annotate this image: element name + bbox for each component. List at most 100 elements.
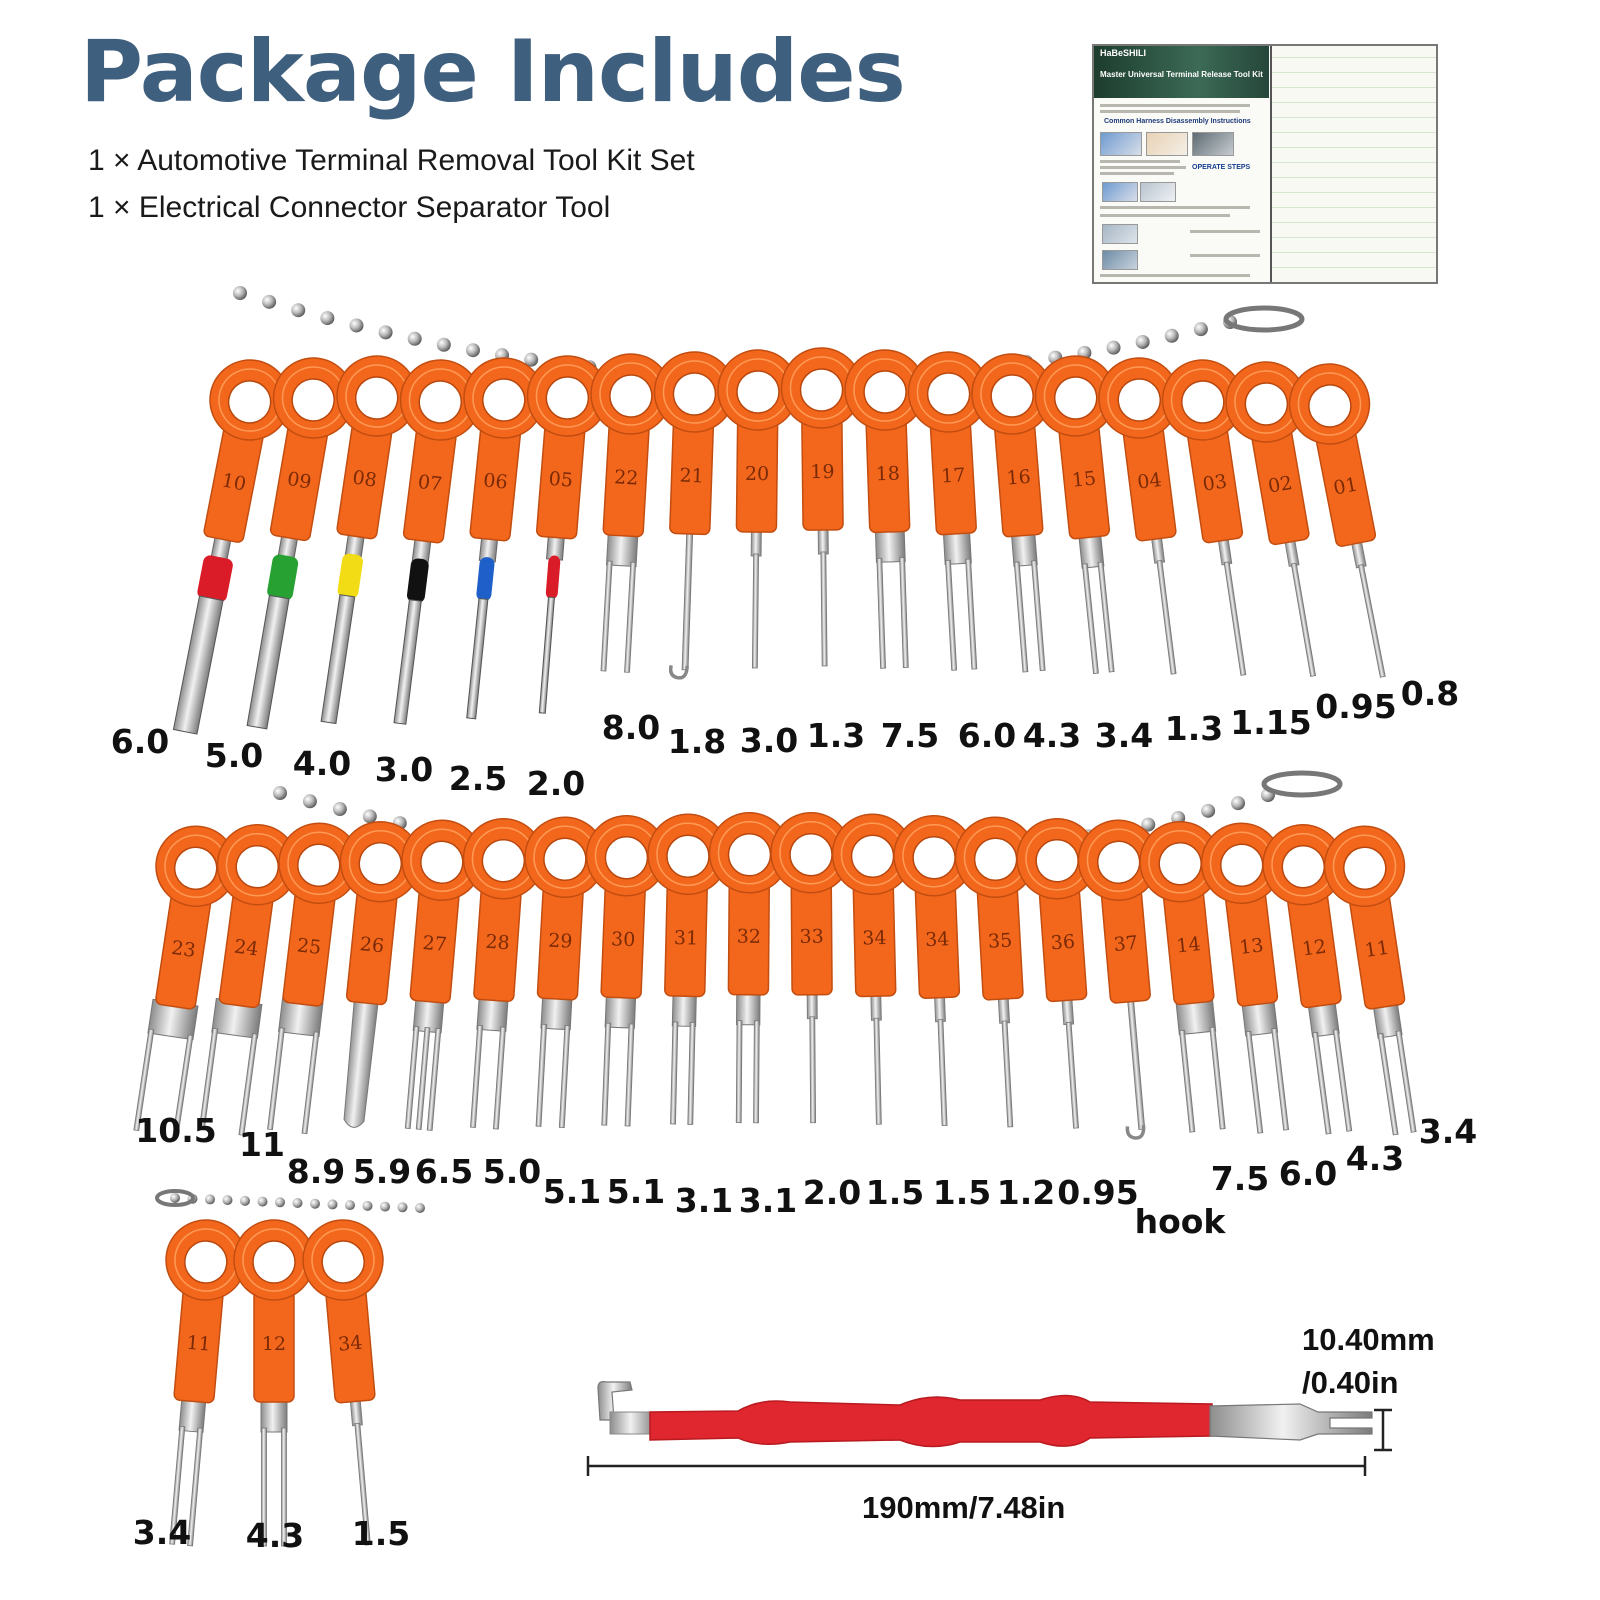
removal-tool: 20 (717, 349, 799, 669)
tool-number: 05 (548, 468, 574, 492)
tool-number: 06 (482, 469, 508, 493)
size-label: 3.0 (740, 721, 798, 760)
tool-number: 30 (611, 928, 636, 951)
tool-number: 02 (1266, 472, 1294, 498)
tool-ring-hole (358, 841, 403, 886)
chain-bead (1141, 817, 1156, 832)
tool-number: 23 (170, 937, 197, 962)
chain-bead (345, 1200, 355, 1211)
tool-ring-hole (912, 835, 956, 880)
key-ring (1261, 770, 1343, 798)
size-label: 2.0 (527, 764, 585, 803)
tool-ring-hole (799, 368, 844, 412)
size-label: 3.1 (739, 1181, 797, 1220)
fork-prong (1395, 1030, 1417, 1133)
fork-prong (1209, 1026, 1226, 1130)
fork-prong (876, 557, 887, 669)
size-label: 8.0 (602, 708, 660, 747)
size-label: 3.1 (675, 1181, 733, 1220)
fork-prong (261, 1427, 267, 1547)
fork-prong (281, 1427, 287, 1547)
size-label: 3.4 (1095, 716, 1153, 755)
instruction-manual-thumbnail: HaBeSHILI Master Universal Terminal Rele… (1092, 44, 1438, 284)
removal-tool: 22 (590, 353, 672, 673)
size-label: 5.0 (483, 1152, 541, 1191)
chain-bead (1201, 803, 1216, 818)
size-label: 5.0 (205, 736, 263, 775)
tool-shank (735, 990, 761, 1026)
removal-tool: 13 (1200, 822, 1290, 1134)
size-label: hook (1135, 1202, 1227, 1241)
tool-ring-hole (1117, 378, 1161, 422)
tool-number: 34 (925, 928, 950, 951)
tool-hook (1125, 1124, 1146, 1140)
size-label: 1.2 (997, 1173, 1055, 1212)
chain-bead (362, 809, 377, 824)
separator-red-handle (649, 1394, 1213, 1448)
chain-bead (291, 303, 306, 318)
removal-tool: 03 (1161, 359, 1247, 676)
removal-tool: 07 (393, 359, 482, 725)
tool-ring-hole (863, 370, 907, 414)
tool-hook (668, 664, 689, 680)
tool-number: 12 (1301, 935, 1328, 960)
chain-bead (1135, 334, 1150, 349)
chain-bead (407, 331, 422, 346)
tool-ring-hole (543, 837, 587, 881)
tool-number: 08 (351, 466, 378, 491)
size-label: 4.3 (1023, 716, 1081, 755)
tool-number: 34 (337, 1332, 363, 1356)
removal-tool: 29 (524, 816, 606, 1129)
tool-ring-hole (297, 843, 341, 887)
chain-bead (1106, 340, 1121, 355)
chain-bead (465, 343, 480, 358)
size-label: 1.5 (933, 1173, 991, 1212)
fork-prong (1179, 1029, 1196, 1133)
size-label: 3.0 (375, 750, 433, 789)
tool-number: 07 (417, 471, 444, 496)
size-label: 2.5 (449, 759, 507, 798)
manual-section-steps: OPERATE STEPS (1192, 164, 1251, 171)
size-label: 1.5 (866, 1173, 924, 1212)
chain-bead (273, 786, 287, 800)
tool-tube (538, 596, 556, 714)
fork-prong (492, 1026, 507, 1130)
fork-prong (169, 1425, 186, 1545)
color-sleeve (267, 554, 299, 601)
fork-prong (187, 1427, 204, 1547)
tool-tube (393, 599, 422, 725)
tool-ring-hole (354, 376, 399, 420)
fork-prong (1271, 1027, 1290, 1131)
tool-number: 32 (737, 926, 761, 948)
tool-number: 01 (1332, 473, 1360, 499)
tool-ring-hole (789, 832, 833, 877)
size-label: 6.0 (958, 716, 1016, 755)
tool-pin (1290, 562, 1317, 677)
removal-tool: 23 (133, 825, 237, 1138)
tool-pin (1156, 559, 1177, 675)
tool-tube (246, 594, 290, 730)
chain-bead (436, 337, 451, 352)
tool-shank (260, 1397, 288, 1433)
removal-tool: 09 (246, 357, 355, 730)
removal-tool: 34 (831, 813, 914, 1125)
key-ring (1223, 305, 1305, 333)
chain-bead (275, 1197, 285, 1208)
removal-tool: 12 (233, 1219, 315, 1547)
tool-number: 22 (614, 466, 639, 489)
tool-number: 11 (1363, 937, 1390, 962)
separator-hook-end (597, 1381, 633, 1421)
chain-bead (302, 794, 317, 809)
removal-tool: 11 (1323, 825, 1417, 1136)
removal-tool: 34 (302, 1219, 384, 1546)
removal-tool: 34 (893, 815, 975, 1127)
tool-number: 04 (1136, 469, 1163, 494)
tool-number: 17 (941, 464, 966, 487)
tool-pin (1126, 997, 1146, 1130)
removal-tool: 19 (780, 347, 863, 667)
package-item-tool-kit: 1 × Automotive Terminal Removal Tool Kit… (88, 144, 695, 177)
chain-bead (205, 1194, 215, 1205)
